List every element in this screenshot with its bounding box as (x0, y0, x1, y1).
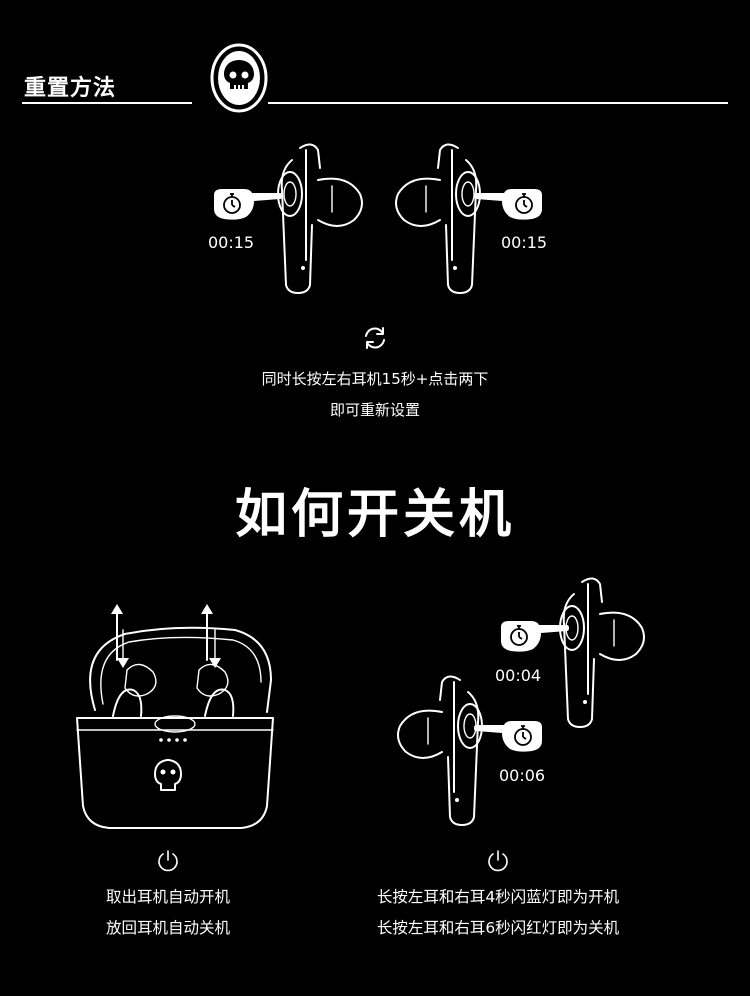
left-earbud-illustration (397, 675, 483, 826)
stopwatch-icon (514, 725, 532, 746)
stopwatch-icon (510, 625, 528, 646)
buds-caption-line1: 长按左耳和右耳4秒闪蓝灯即为开机 (376, 888, 620, 906)
left-earbud-illustration (277, 143, 363, 294)
reset-right-timer: 00:15 (501, 233, 548, 252)
case-caption-line1: 取出耳机自动开机 (105, 888, 230, 906)
hand-press-icon (474, 721, 542, 752)
right-earbud-illustration (395, 143, 481, 294)
reset-left-timer: 00:15 (208, 233, 255, 252)
power-icon (488, 850, 508, 872)
skull-logo-icon (210, 43, 268, 113)
power-on-timer: 00:04 (495, 666, 542, 685)
case-caption-line2: 放回耳机自动关机 (105, 919, 230, 937)
right-earbud-illustration (559, 577, 645, 728)
reset-caption-line1: 同时长按左右耳机15秒+点击两下 (261, 370, 489, 388)
power-off-timer: 00:06 (499, 766, 546, 785)
stopwatch-icon (515, 193, 533, 214)
section-title-power: 如何开关机 (234, 485, 515, 545)
reset-caption-line2: 即可重新设置 (329, 401, 420, 419)
header-rule-right (268, 102, 728, 104)
power-icon (158, 850, 178, 872)
charging-case-illustration (76, 604, 274, 829)
stopwatch-icon (223, 193, 241, 214)
hand-press-icon (474, 189, 542, 220)
buds-caption-line2: 长按左耳和右耳6秒闪红灯即为关机 (376, 919, 620, 937)
refresh-icon (365, 327, 385, 349)
header-rule-left (22, 102, 192, 104)
section-title-reset: 重置方法 (24, 76, 117, 101)
